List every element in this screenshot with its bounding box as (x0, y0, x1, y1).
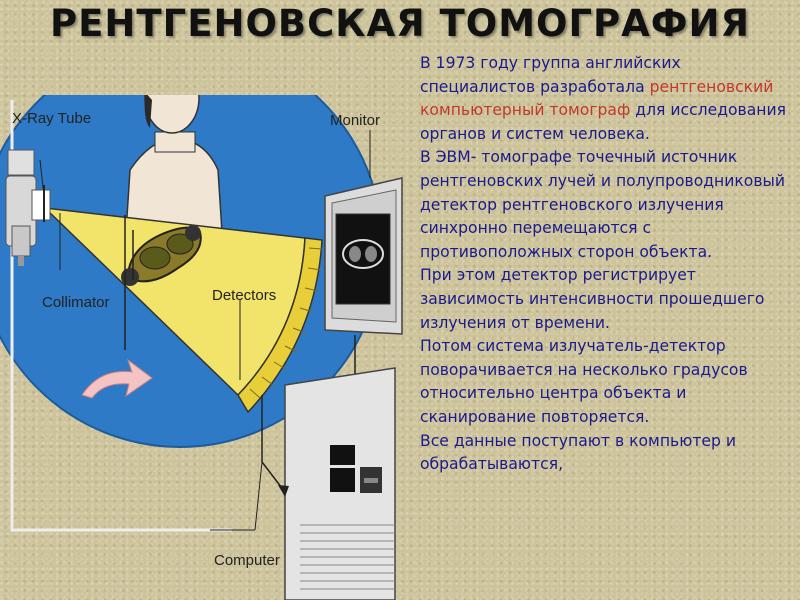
slide-title: РЕНТГЕНОВСКАЯ ТОМОГРАФИЯ (50, 2, 750, 45)
paragraph-5: Все данные поступают в компьютер и обраб… (420, 431, 737, 474)
label-xray-tube: X-Ray Tube (12, 110, 91, 127)
ct-diagram: X-Ray Tube Monitor Collimator Detectors … (0, 95, 403, 600)
paragraph-2: В ЭВМ- томографе точечный источник рентг… (420, 148, 785, 261)
collimator (31, 185, 51, 222)
label-monitor: Monitor (330, 112, 380, 129)
xray-tube (5, 149, 37, 266)
label-detectors: Detectors (212, 287, 276, 304)
patient-figure (125, 95, 223, 233)
label-computer: Computer (214, 552, 280, 569)
computer-tower (284, 367, 396, 600)
monitor (324, 177, 403, 335)
label-collimator: Collimator (42, 294, 110, 311)
highlight-ct-scanner: рентгеновский компьютерный томограф (420, 77, 774, 120)
paragraph-4: Потом система излучатель-детектор повора… (420, 337, 748, 426)
paragraph-1: В 1973 году группа английских специалист… (420, 54, 786, 143)
body-cross-section (121, 225, 202, 286)
description-text: В 1973 году группа английских специалист… (420, 52, 792, 477)
ct-scanner-illustration: X-Ray Tube Monitor Collimator Detectors … (0, 95, 405, 600)
paragraph-3: При этом детектор регистрирует зависимос… (420, 266, 765, 332)
rotation-arrow (81, 358, 153, 399)
